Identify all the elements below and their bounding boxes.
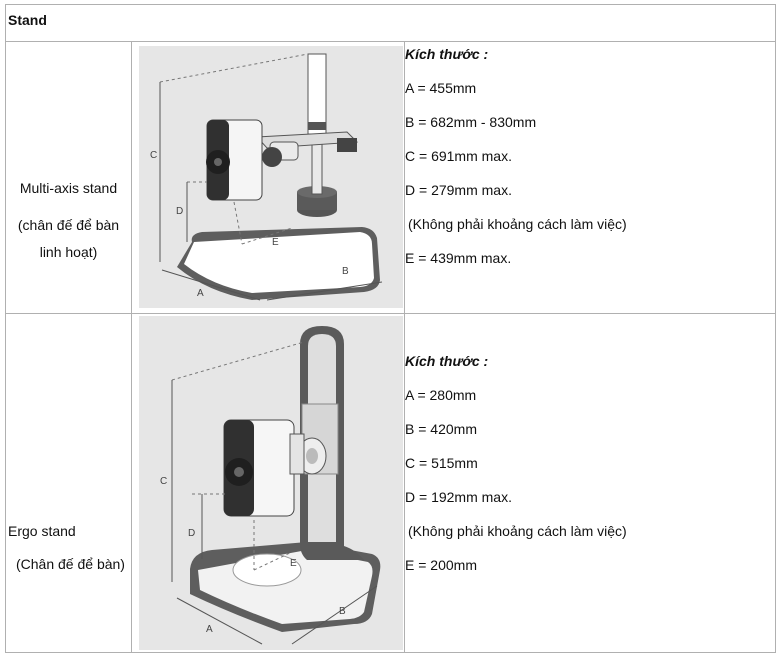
dimension-e: E = 439mm max.	[405, 250, 512, 266]
dimension-c: C = 691mm max.	[405, 148, 512, 164]
dimension-d: D = 192mm max.	[405, 489, 512, 505]
dimension-label-a: A	[197, 288, 204, 299]
stand-dimensions: Kích thước : A = 280mm B = 420mm C = 515…	[404, 313, 776, 653]
multi-axis-stand-diagram: C D E A B	[139, 46, 403, 308]
stand-description: (chân đế để bàn	[17, 216, 120, 233]
stand-description: (Chân đế để bàn)	[16, 556, 125, 572]
dimension-label-b: B	[339, 606, 346, 617]
stand-name: Multi-axis stand	[19, 179, 118, 196]
dimension-label-b: B	[342, 266, 349, 277]
dimension-label-d: D	[176, 206, 183, 217]
dimension-label-a: A	[206, 624, 213, 635]
table-header: Stand	[5, 4, 776, 42]
dimensions-title: Kích thước :	[405, 353, 489, 369]
stand-name-cell: Ergo stand (Chân đế để bàn)	[5, 313, 132, 653]
dimension-b: B = 420mm	[405, 421, 477, 437]
dimension-label-c: C	[160, 476, 167, 487]
dimension-label-e: E	[272, 237, 279, 248]
dimension-b: B = 682mm - 830mm	[405, 114, 537, 130]
ergo-stand-diagram: C D E A B	[139, 316, 403, 650]
dimension-label-e: E	[290, 558, 297, 569]
stand-dimensions: Kích thước : A = 455mm B = 682mm - 830mm…	[404, 41, 776, 314]
dimension-label-c: C	[150, 150, 157, 161]
dimension-a: A = 280mm	[405, 387, 477, 403]
stand-table: Stand Multi-axis stand (chân đế để bàn l…	[5, 4, 776, 653]
stand-name-cell: Multi-axis stand (chân đế để bàn linh ho…	[5, 41, 132, 314]
stand-description: linh hoạt)	[39, 243, 98, 260]
dimension-d: D = 279mm max.	[405, 182, 512, 198]
dimension-note: (Không phải khoảng cách làm việc)	[408, 216, 627, 232]
stand-name: Ergo stand	[8, 523, 76, 539]
stand-image-cell: C D E A B	[131, 313, 405, 653]
dimension-a: A = 455mm	[405, 80, 477, 96]
stand-image-cell: C D E A B	[131, 41, 405, 314]
dimension-label-d: D	[188, 528, 195, 539]
dimensions-title: Kích thước :	[405, 46, 489, 62]
dimension-e: E = 200mm	[405, 557, 477, 573]
dimension-note: (Không phải khoảng cách làm việc)	[408, 523, 627, 539]
dimension-c: C = 515mm	[405, 455, 478, 471]
